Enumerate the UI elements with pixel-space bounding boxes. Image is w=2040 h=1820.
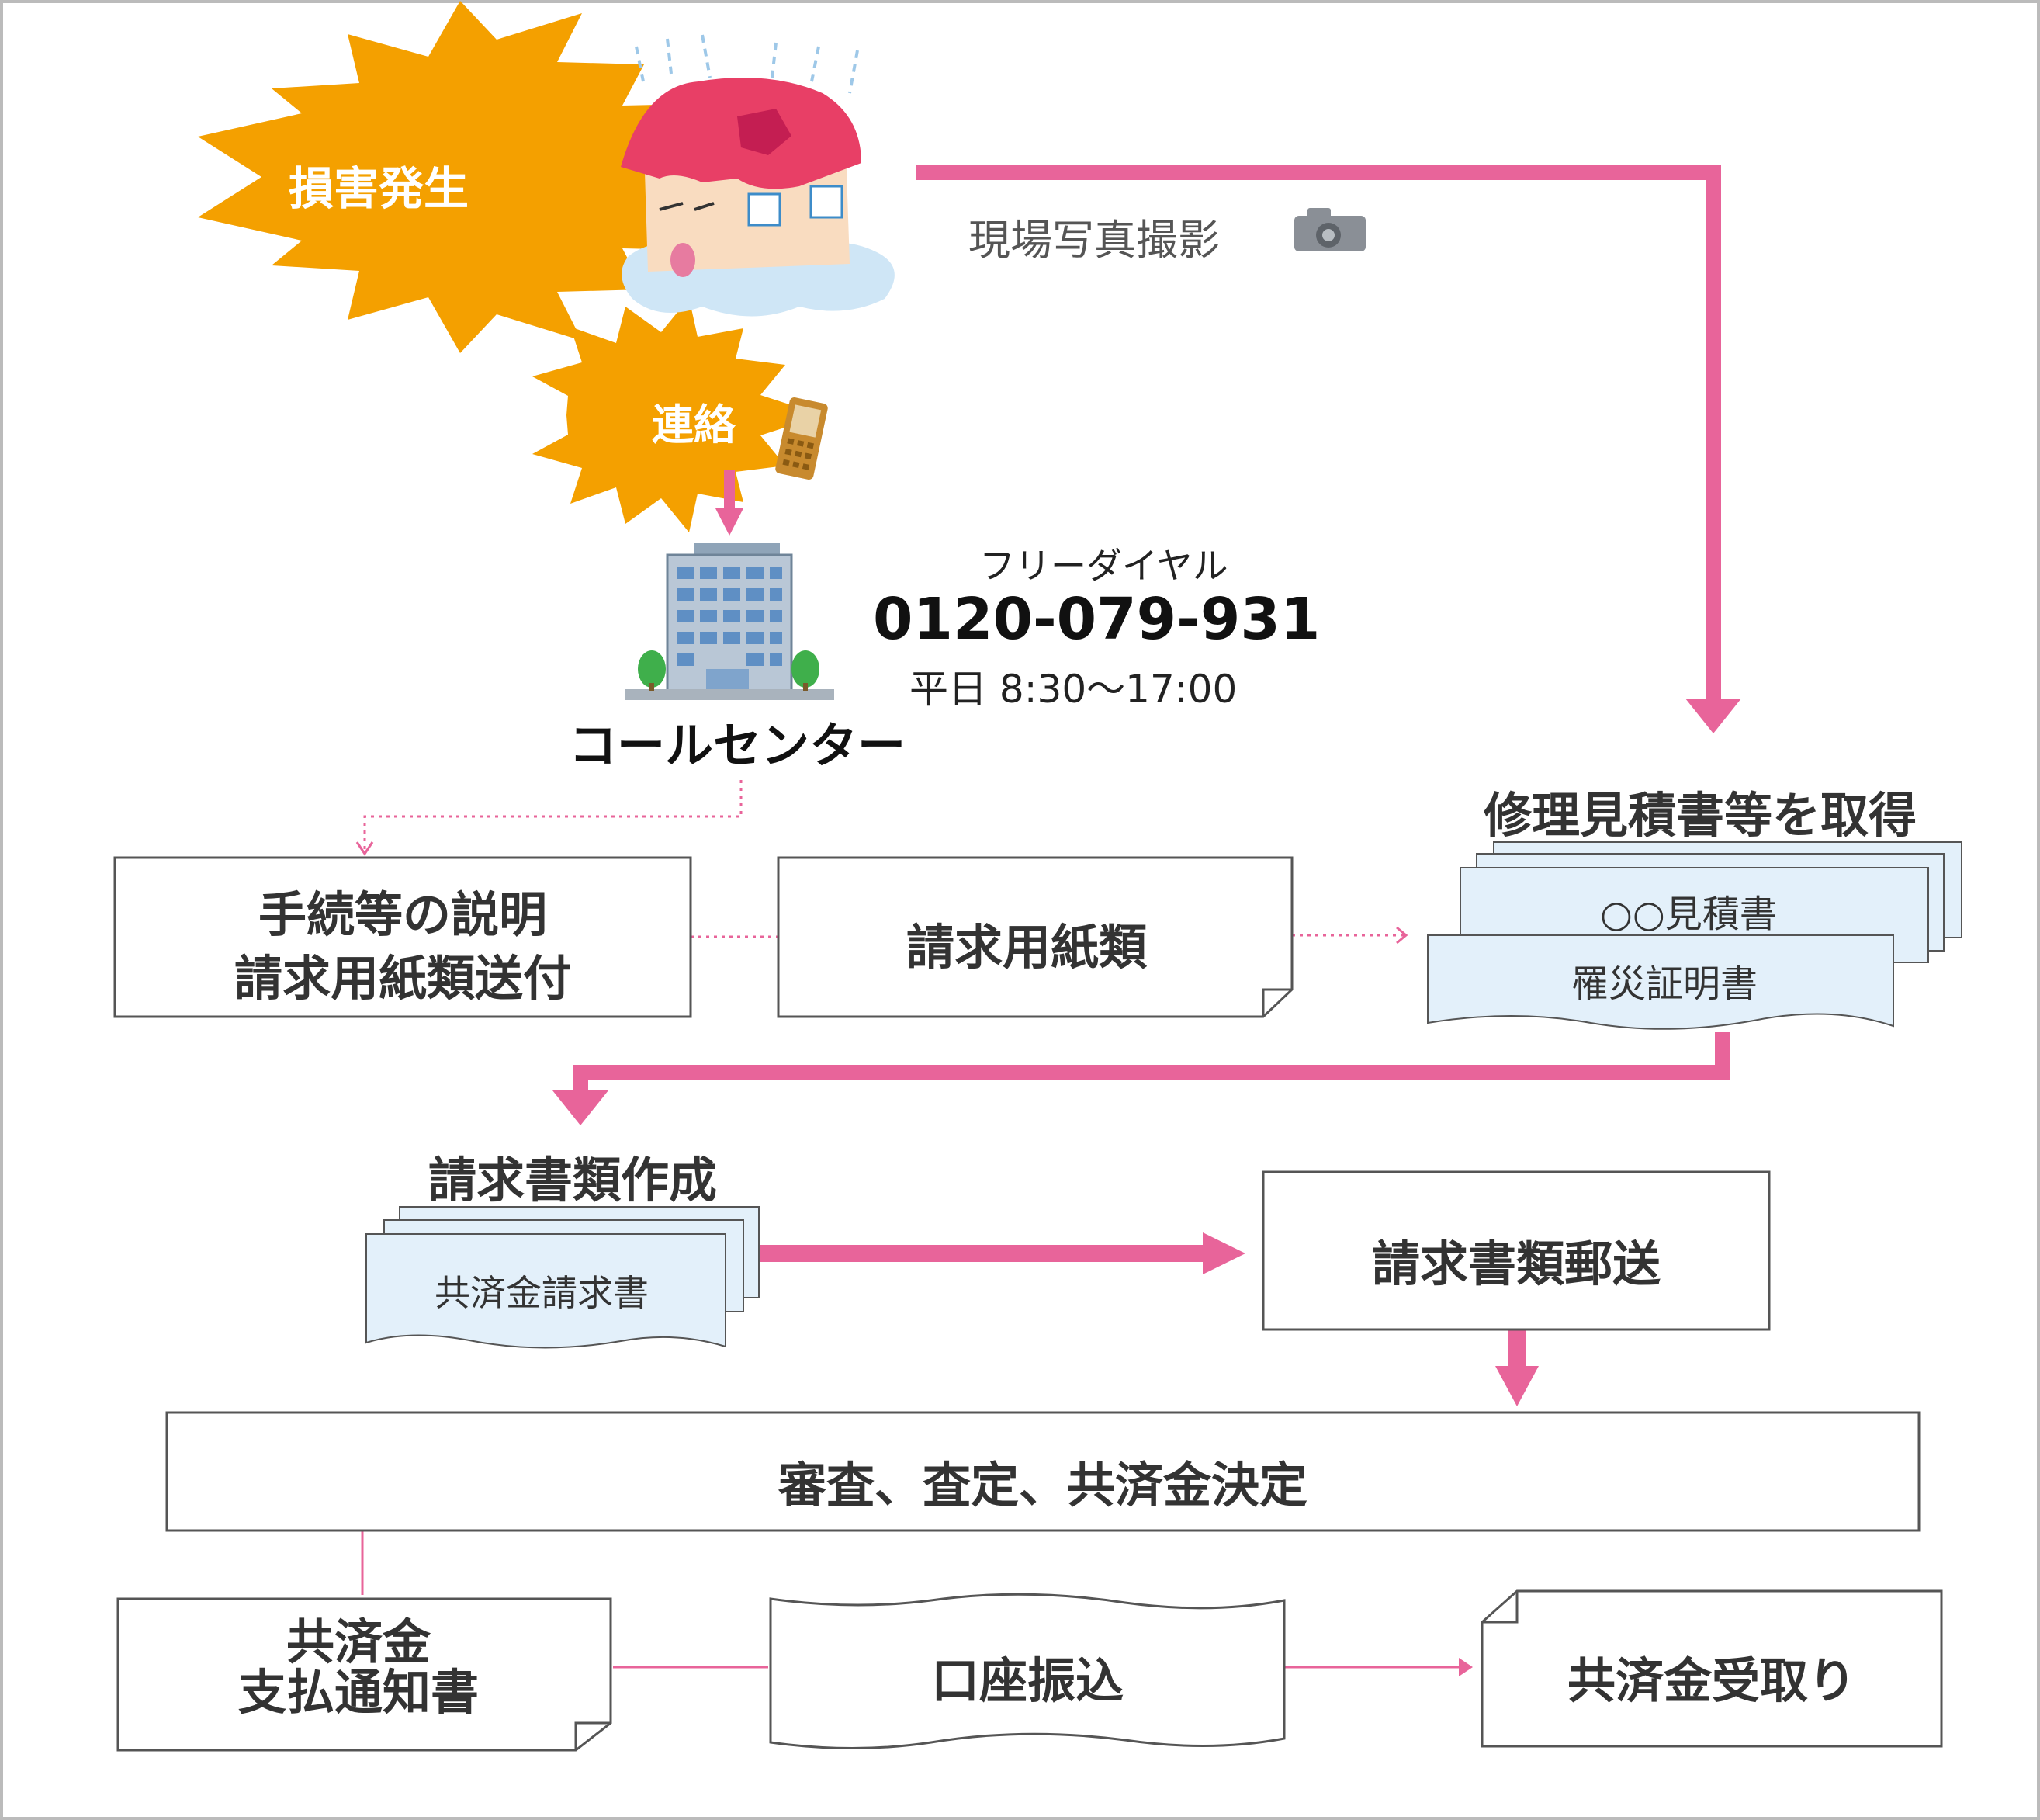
notice-line2: 支払通知書 <box>237 1664 479 1721</box>
mobile-phone-icon <box>775 397 828 480</box>
claim-document-stack <box>365 1206 760 1349</box>
transfer-document-box <box>769 1593 1286 1749</box>
office-building-icon <box>625 543 834 700</box>
forms-document-box <box>777 856 1294 1018</box>
review-label: 審査、査定、共済金決定 <box>778 1457 1307 1513</box>
mail-label: 請求書類郵送 <box>1371 1236 1661 1292</box>
contact-burst-label: 連絡 <box>652 400 736 449</box>
mail-box <box>1262 1170 1771 1331</box>
contact-burst <box>532 298 823 532</box>
estimate-title: 修理見積書等を取得 <box>1484 787 1917 844</box>
disaster-certificate-label: 罹災証明書 <box>1571 962 1758 1006</box>
estimate-flow-arrowhead <box>552 1090 608 1125</box>
notice-line1: 共済金 <box>286 1614 431 1670</box>
free-dial-label: フリーダイヤル <box>979 545 1228 587</box>
phone-number: 0120-079-931 <box>873 586 1321 653</box>
receive-label: 共済金受取り <box>1567 1652 1856 1709</box>
estimate-document-stack <box>1427 841 1962 1030</box>
create-docs-title: 請求書類作成 <box>428 1152 718 1208</box>
review-box <box>165 1411 1921 1532</box>
receive-document-box <box>1481 1589 1943 1748</box>
transfer-label: 口座振込 <box>930 1652 1124 1709</box>
notice-document-box <box>116 1597 612 1752</box>
procedure-box <box>113 856 692 1018</box>
estimate-flow-line <box>573 1032 1730 1094</box>
damage-burst-label: 損害発生 <box>289 162 469 215</box>
call-center-label: コールセンター <box>569 717 906 774</box>
photo-flow-line <box>916 165 1721 702</box>
damaged-house-illustration <box>621 34 895 317</box>
contact-arrowhead <box>715 508 743 536</box>
forms-label: 請求用紙類 <box>906 919 1147 976</box>
photo-label: 現場写真撮影 <box>968 216 1220 265</box>
procedure-line2: 請求用紙類送付 <box>234 950 571 1007</box>
estimate-doc-label: ○○見積書 <box>1600 893 1777 936</box>
procedure-line1: 手続等の説明 <box>258 886 547 943</box>
claim-doc-label: 共済金請求書 <box>435 1272 649 1314</box>
business-hours: 平日 8:30〜17:00 <box>909 667 1238 712</box>
call-center-dotted-line <box>363 780 743 850</box>
camera-icon <box>1294 208 1366 251</box>
create-to-mail-arrowhead <box>1203 1232 1245 1274</box>
mail-to-review-arrowhead <box>1495 1366 1539 1406</box>
photo-flow-arrowhead <box>1685 699 1741 733</box>
